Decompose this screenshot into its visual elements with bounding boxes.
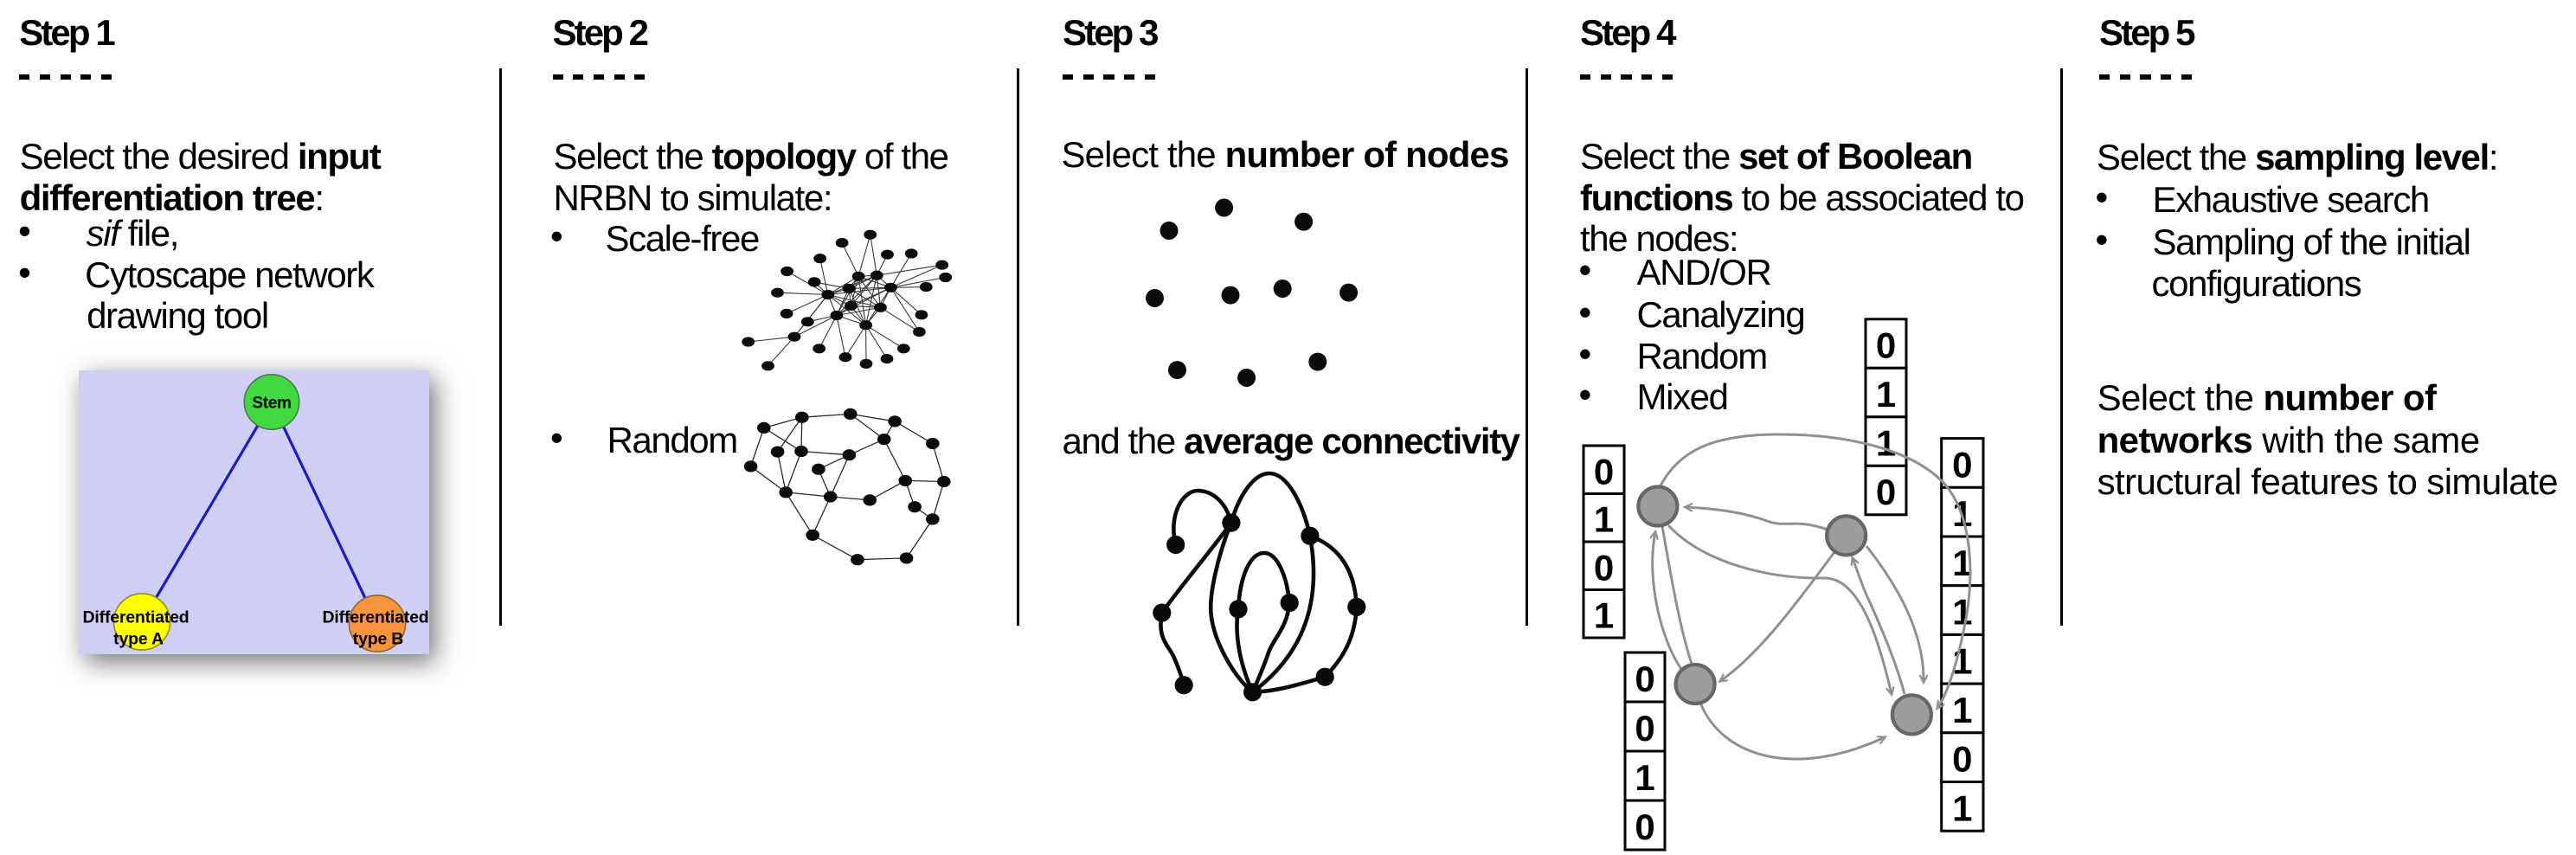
svg-text:0: 0	[1635, 807, 1654, 847]
svg-text:Stem: Stem	[252, 395, 291, 413]
svg-text:0: 0	[1952, 444, 1972, 485]
svg-text:Differentiated: Differentiated	[323, 608, 429, 627]
svg-text:1: 1	[1876, 423, 1896, 464]
svg-text:0: 0	[1594, 451, 1614, 492]
svg-text:1: 1	[1952, 788, 1972, 828]
svg-text:type B: type B	[353, 630, 404, 649]
svg-text:0: 0	[1594, 547, 1614, 588]
svg-text:1: 1	[1952, 690, 1972, 730]
svg-text:type A: type A	[113, 630, 164, 649]
svg-text:Differentiated: Differentiated	[83, 608, 190, 627]
svg-text:0: 0	[1876, 472, 1896, 512]
svg-text:1: 1	[1594, 595, 1614, 636]
svg-text:0: 0	[1952, 739, 1972, 780]
svg-text:1: 1	[1594, 499, 1614, 540]
svg-text:0: 0	[1635, 708, 1654, 749]
svg-text:1: 1	[1876, 374, 1896, 415]
svg-text:0: 0	[1876, 325, 1896, 366]
svg-text:1: 1	[1635, 757, 1654, 798]
svg-text:0: 0	[1635, 659, 1654, 699]
